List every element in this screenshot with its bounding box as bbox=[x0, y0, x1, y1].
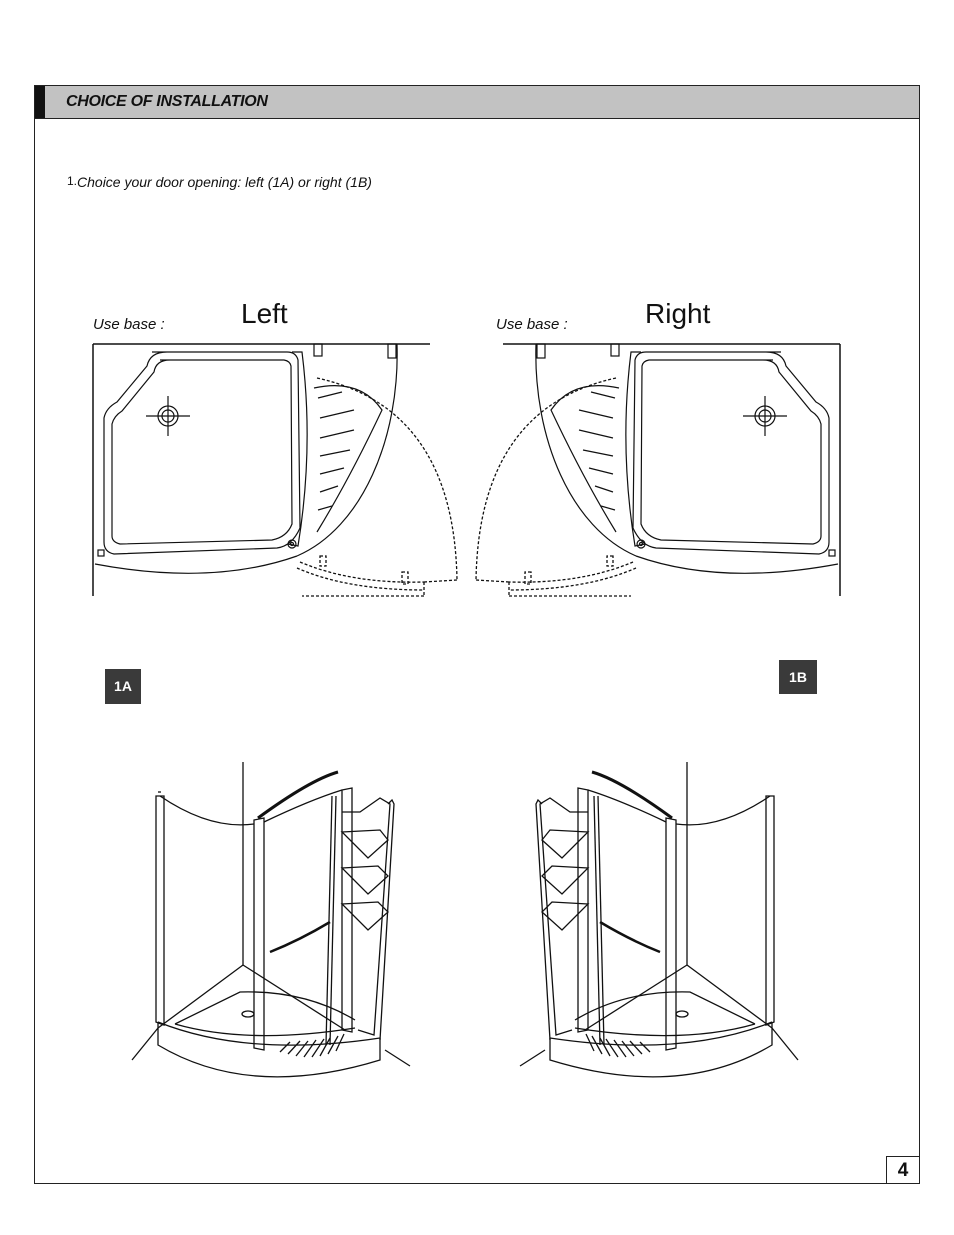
left-shower-illustration bbox=[131, 762, 411, 1078]
badge-1b: 1B bbox=[779, 660, 817, 694]
step-instruction: 1.Choice your door opening: left (1A) or… bbox=[67, 174, 372, 190]
section-title: CHOICE OF INSTALLATION bbox=[66, 93, 268, 110]
right-shower-illustration bbox=[519, 762, 799, 1078]
step-text: Choice your door opening: left (1A) or r… bbox=[77, 174, 372, 190]
step-number: 1. bbox=[67, 174, 78, 188]
left-side-label: Left bbox=[241, 298, 288, 329]
badge-1a: 1A bbox=[105, 669, 141, 704]
right-use-base-label: Use base : bbox=[496, 316, 568, 333]
right-side-label: Right bbox=[645, 298, 711, 329]
page-number: 4 bbox=[886, 1156, 920, 1184]
section-header: CHOICE OF INSTALLATION bbox=[34, 85, 920, 119]
left-plan-diagram bbox=[92, 343, 458, 597]
right-plan-diagram bbox=[475, 343, 841, 597]
left-use-base-label: Use base : bbox=[93, 316, 165, 333]
header-accent-bar bbox=[35, 86, 45, 118]
